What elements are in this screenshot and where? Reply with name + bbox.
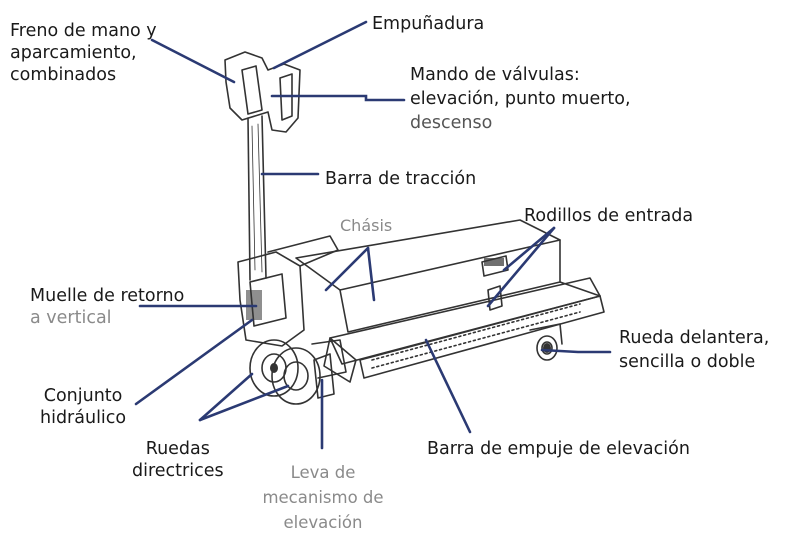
label-barra-de-traccion: Barra de tracción [325, 169, 477, 189]
leader-rodillos-a [502, 226, 556, 272]
leader-ruedas-b [198, 384, 290, 422]
label-chasis: Chásis [340, 216, 393, 235]
label-conjunto-hidraulico: Conjunto hidráulico [40, 386, 127, 428]
label-empunadura: Empuñadura [372, 14, 485, 34]
leader-empunadura [272, 20, 368, 70]
label-muelle-de-retorno: Muelle de retorno a vertical [30, 286, 185, 328]
label-rodillos-de-entrada: Rodillos de entrada [524, 206, 694, 226]
leader-chasis-b [366, 246, 376, 302]
leader-conjunto [134, 318, 254, 406]
leader-barra-empuje [424, 338, 472, 434]
label-rueda-delantera: Rueda delantera, sencilla o doble [619, 328, 770, 372]
handle-grip [224, 51, 301, 133]
steer-wheel-2 [271, 347, 321, 405]
leader-rodillos-b [486, 226, 556, 308]
fork-right [323, 337, 357, 383]
label-mando-de-valvulas: Mando de válvulas: elevación, punto muer… [410, 65, 631, 133]
front-roller [536, 335, 558, 361]
leader-rueda-delantera [540, 348, 612, 354]
leader-ruedas-a [198, 372, 254, 422]
leader-freno [150, 38, 236, 84]
leader-chasis-a [324, 246, 370, 292]
label-leva-de-mecanismo: Leva de mecanismo de elevación [262, 463, 384, 532]
steer-wheel-1 [249, 339, 299, 397]
tow-bar-rods [247, 115, 267, 281]
leader-mando [270, 94, 406, 102]
label-barra-de-empuje: Barra de empuje de elevación [427, 439, 690, 459]
label-freno-de-mano: Freno de mano y aparcamiento, combinados [10, 21, 157, 85]
label-ruedas-directrices: Ruedas directrices [132, 439, 224, 481]
